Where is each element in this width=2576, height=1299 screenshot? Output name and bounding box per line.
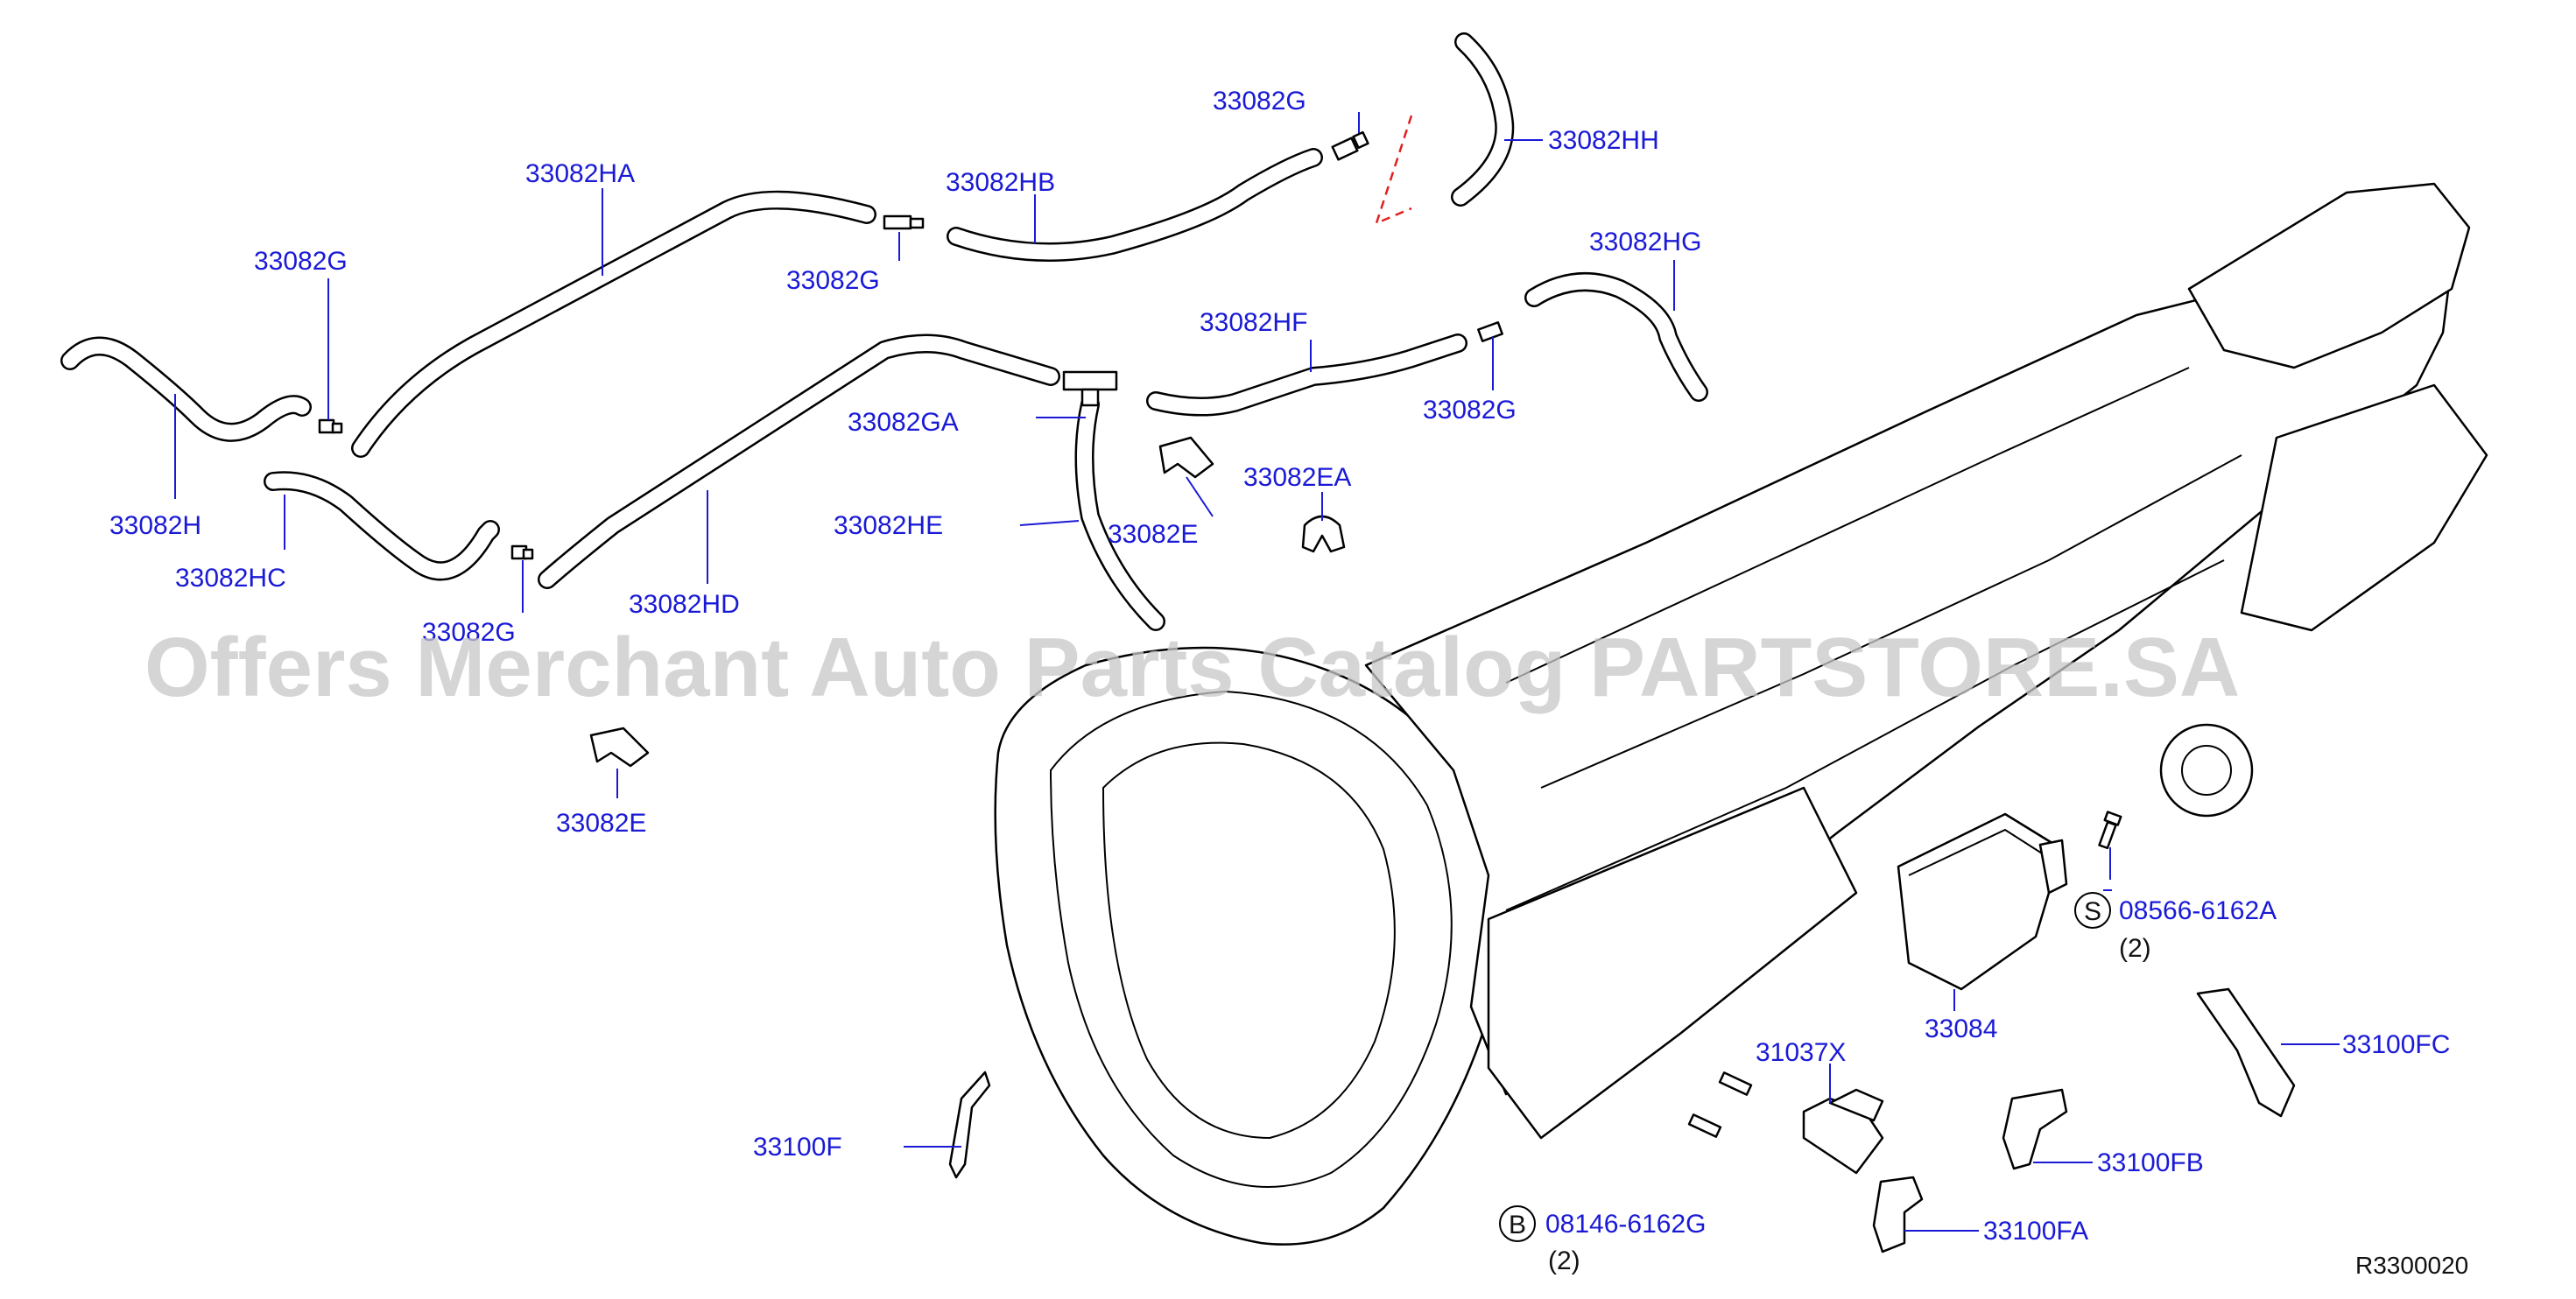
label-33082g-top: 33082G [1213, 87, 1306, 116]
control-module-33084[interactable] [1897, 812, 2068, 991]
transmission-assembly [994, 182, 2488, 1246]
watermark: Offers Merchant Auto Parts Catalog PARTS… [144, 621, 2240, 714]
label-08146-6162g: 08146-6162G [1545, 1210, 1707, 1239]
label-33082e-lower: 33082E [556, 809, 646, 838]
label-33082ha: 33082HA [525, 159, 635, 188]
label-33084: 33084 [1925, 1015, 1997, 1043]
bracket-33100fa[interactable] [1872, 1176, 1924, 1253]
connector-33082g-lower[interactable] [510, 544, 534, 560]
connector-33082g-right[interactable] [1477, 321, 1503, 342]
install-line [1374, 115, 1413, 226]
label-33082ga: 33082GA [848, 408, 959, 437]
hose-33082hf[interactable] [1146, 334, 1467, 417]
label-33082h: 33082H [109, 511, 201, 540]
bracket-33100fc[interactable] [2196, 987, 2296, 1118]
label-33100fc: 33100FC [2342, 1030, 2450, 1059]
leader-lines [174, 112, 2340, 1232]
label-33100fb: 33100FB [2097, 1148, 2204, 1177]
label-08566-6162a: 08566-6162A [2119, 896, 2277, 925]
label-33082g-left: 33082G [254, 247, 348, 276]
symbol-s: S (2) [2074, 892, 2151, 963]
quantity-b: (2) [1548, 1246, 1580, 1275]
bracket-33100f[interactable] [948, 1071, 991, 1179]
label-33082hh: 33082HH [1548, 126, 1659, 155]
bolt-08566-6162a[interactable] [2098, 811, 2122, 850]
label-33082hd: 33082HD [629, 590, 740, 619]
hose-33082h[interactable] [60, 336, 312, 442]
hose-33082ha[interactable] [351, 190, 876, 458]
hose-33082hc[interactable] [264, 471, 500, 581]
hose-33082hh[interactable] [1451, 32, 1515, 207]
connector-33082g-mid[interactable] [883, 214, 925, 230]
connector-33082ga-tee[interactable] [1062, 370, 1118, 407]
label-33082hb: 33082HB [946, 168, 1055, 197]
label-33082ea: 33082EA [1243, 463, 1351, 492]
connector-33082g-top[interactable] [1331, 130, 1369, 161]
symbol-b-letter: B [1509, 1211, 1526, 1239]
label-33100f: 33100F [753, 1133, 842, 1162]
hose-33082he[interactable] [1074, 395, 1165, 631]
clip-33082e-upper[interactable] [1158, 436, 1214, 479]
label-33100fa: 33100FA [1983, 1217, 2088, 1246]
label-33082he: 33082HE [834, 511, 943, 540]
label-33082g-right: 33082G [1423, 396, 1517, 425]
connector-33082g-left[interactable] [318, 418, 343, 434]
hose-33082hg[interactable] [1524, 272, 1708, 402]
clip-33082e-lower[interactable] [589, 727, 650, 768]
label-33082hc: 33082HC [175, 564, 286, 593]
symbol-s-letter: S [2084, 897, 2101, 926]
label-33082hg: 33082HG [1589, 228, 1701, 256]
bracket-33100fb[interactable] [2002, 1088, 2068, 1170]
label-33082g-lower: 33082G [422, 618, 516, 647]
label-33082e-upper: 33082E [1108, 520, 1198, 549]
symbol-b: B (2) [1499, 1205, 1580, 1275]
sensor-31037x[interactable] [1802, 1088, 1884, 1175]
quantity-s: (2) [2119, 934, 2151, 963]
bolt-08146-6162g-a[interactable] [1718, 1071, 1753, 1096]
label-33082g-mid: 33082G [786, 266, 880, 295]
reference-code: R3300020 [2355, 1252, 2468, 1279]
hose-33082hd[interactable] [538, 334, 1060, 589]
label-33082hf: 33082HF [1200, 308, 1307, 337]
label-31037x: 31037X [1756, 1038, 1846, 1067]
clip-33082ea[interactable] [1301, 515, 1346, 553]
bolt-08146-6162g-b[interactable] [1687, 1113, 1722, 1138]
hose-33082hb[interactable] [947, 148, 1323, 262]
